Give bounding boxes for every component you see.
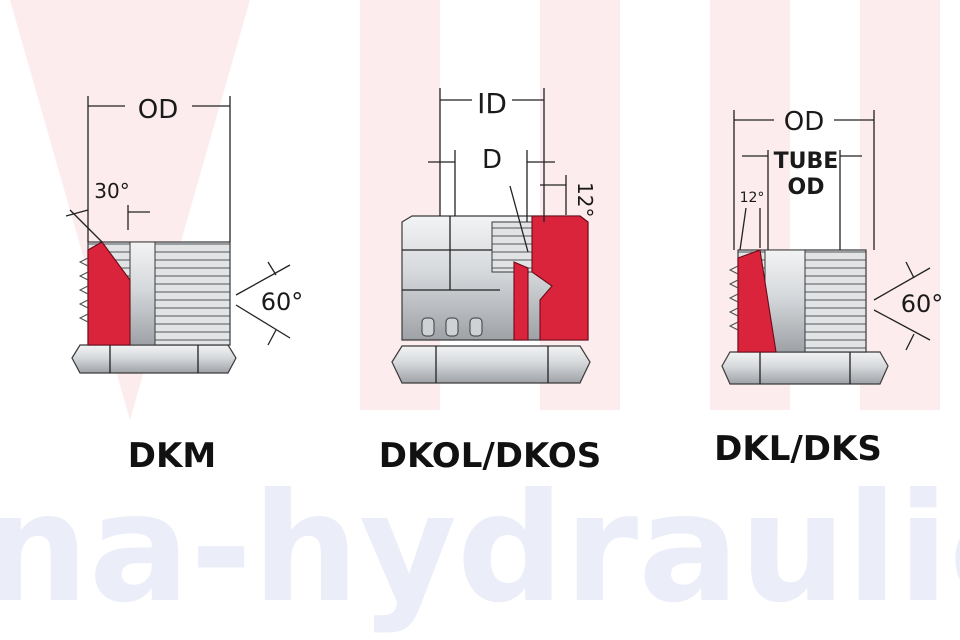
watermark-logo [10,0,940,420]
fitting-dkl-dks: OD TUBE OD 12° 60° DKL/DKS [714,107,943,469]
dkol-angle-label: 12° [573,182,597,217]
dkl-tube-od-label: OD [788,175,825,200]
dkl-section [737,249,777,353]
dkol-thread-bore [491,221,533,273]
watermark-text: vina-hydraulics [0,462,960,636]
dkol-id-label: ID [477,87,507,120]
dkol-caption: DKOL/DKOS [379,436,601,476]
dkl-tube-label: TUBE [774,149,839,174]
dkm-section [87,241,131,346]
watermark-logo-bar-2 [540,0,620,410]
dkl-hex-nut [721,351,889,385]
dkm-od-label: OD [138,95,179,125]
dkl-angle-side-label: 60° [901,290,944,318]
fitting-dkol-dkos: ID D 12° DKOL/DKOS [379,87,601,476]
dkm-bore [129,241,156,346]
watermark-logo-bar-1 [360,0,440,410]
watermark-logo-v [10,0,250,420]
fitting-dkm: OD 30° 60° DKM [65,95,304,476]
dkol-d-label: D [482,145,502,175]
dkm-hex-nut [71,344,237,374]
dkm-angle-top-label: 30° [94,179,129,203]
dkl-od-label: OD [784,107,825,137]
watermark-logo-bar-4 [860,0,940,410]
dkol-section-inner [513,261,529,341]
dkol-bottom-hex [391,345,591,384]
dkl-angle-small-label: 12° [740,190,765,206]
dkol-section-outer [531,215,589,341]
dkm-angle-side-label: 60° [261,288,304,316]
dkm-caption: DKM [128,436,216,476]
dkl-caption: DKL/DKS [714,429,882,469]
